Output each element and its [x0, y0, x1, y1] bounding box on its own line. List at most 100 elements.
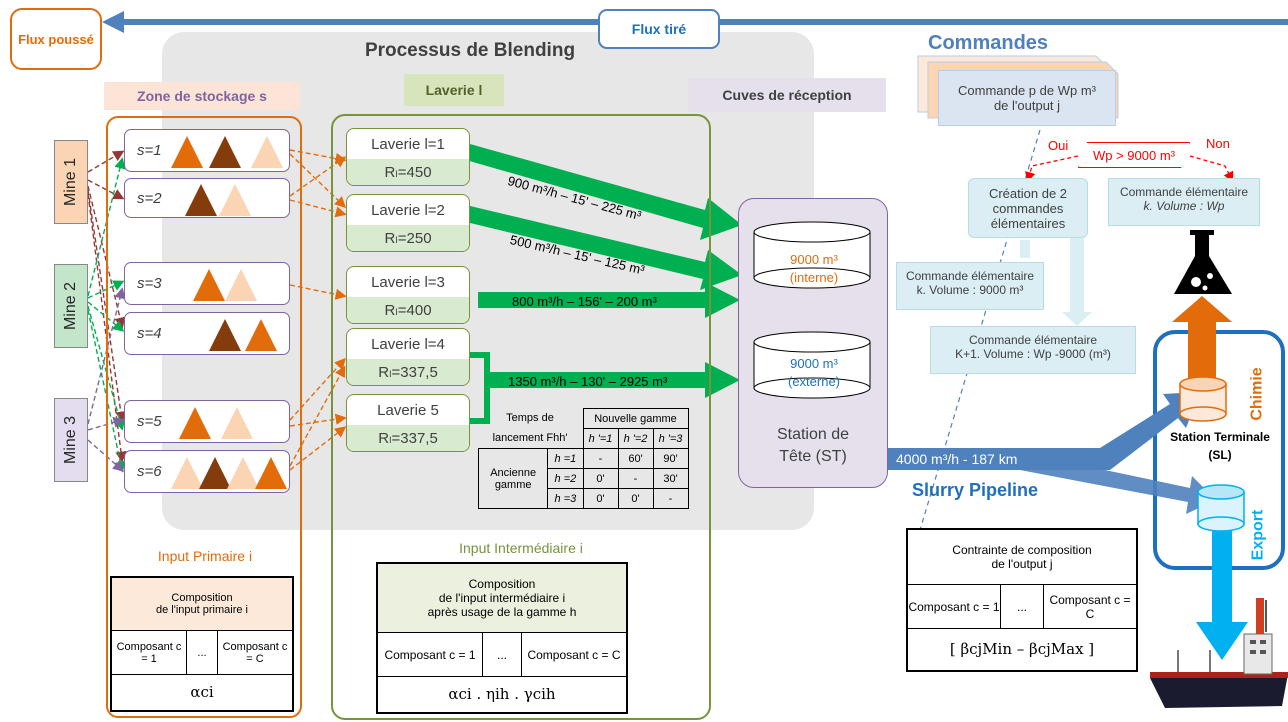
input-primaire-title2: de l'input primaire i [156, 604, 248, 616]
input-intermediaire-title2: de l'input intermédiaire i [438, 591, 566, 605]
gamme-col-3: h '=3 [652, 428, 689, 449]
tank-externe-vol: 9000 m³ [790, 356, 838, 371]
stock-s4-label: s=4 [137, 325, 162, 342]
input-primaire-label: Input Primaire i [157, 548, 253, 564]
contrainte-title2: de l'output j [991, 557, 1053, 571]
cmd-elem-top: Commande élémentaire k. Volume : Wp [1108, 178, 1260, 226]
laverie-5-name: Laverie 5 [377, 401, 439, 419]
cmd-elem-k1-line1: Commande élémentaire [968, 333, 1098, 347]
cmd-elem-top-line1: Commande élémentaire [1119, 185, 1249, 199]
flux-pousse-badge: Flux poussé [10, 8, 102, 70]
gamme-ancienne: Ancienne gamme [477, 448, 549, 509]
stock-s5-piles [179, 407, 253, 439]
ship-icon [1150, 598, 1288, 708]
cmd-elem-k-line2: k. Volume : 9000 m³ [916, 283, 1024, 297]
contrainte-formula: [ βcjMin – βcjMax ] [906, 628, 1138, 671]
stock-s4-piles [209, 319, 277, 351]
laverie-2-rate: Rₗ=250 [347, 225, 469, 251]
input-primaire-title1: Composition [171, 592, 233, 604]
creation-box: Création de 2 commandes élémentaires [968, 178, 1088, 238]
mine-1: Mine 1 [54, 140, 88, 224]
input-primaire-comp1: Composant c = 1 [110, 630, 187, 675]
temps-lancement-label: Temps de lancement Fhh' [492, 412, 568, 444]
pipeline-flow-label: 4000 m³/h - 187 km [896, 451, 1018, 467]
input-primaire-compC: Composant c = C [217, 630, 294, 675]
chimie-label: Chimie [1249, 367, 1266, 421]
contrainte-compC: Composant c = C [1043, 584, 1138, 629]
tank-interne [753, 221, 871, 289]
condition-text: Wp > 9000 m³ [1092, 147, 1175, 163]
stock-s1: s=1 [124, 129, 290, 172]
chemistry-flask-icon [1174, 230, 1232, 294]
laverie-1-name: Laverie l=1 [371, 135, 445, 153]
tank-externe-type: (externe) [787, 374, 841, 389]
gamme-cell: - [652, 488, 689, 509]
gamme-col-1: h '=1 [582, 428, 619, 449]
pipeline-lower-arrow [1020, 452, 1216, 514]
stock-s5-label: s=5 [137, 413, 162, 430]
laverie-1-rate: Rₗ=450 [347, 159, 469, 185]
gamme-nouvelle: Nouvelle gamme [582, 408, 689, 429]
laverie-5-rate: Rₗ=337,5 [347, 425, 469, 451]
laverie-5: Laverie 5 Rₗ=337,5 [346, 394, 470, 452]
export-label: Export [1249, 509, 1267, 561]
mine-3: Mine 3 [54, 398, 88, 482]
commandes-title: Commandes [928, 32, 1049, 54]
laverie-4-name: Laverie l=4 [371, 335, 445, 353]
input-intermediaire-compC: Composant c = C [521, 632, 628, 677]
flux-pousse-label: Flux poussé [18, 31, 94, 47]
creation-text: Création de 2 commandes élémentaires [988, 185, 1068, 231]
non-label: Non [1206, 136, 1230, 151]
laverie-1: Laverie l=1 Rₗ=450 [346, 128, 470, 186]
tank-interne-type: (interne) [789, 270, 839, 285]
contrainte-comp1: Composant c = 1 [906, 584, 1001, 629]
mine-3-label: Mine 3 [62, 415, 79, 465]
stock-s2-label: s=2 [137, 190, 162, 207]
laverie-header: Laverie l [404, 74, 504, 106]
gamme-cell: 0' [617, 488, 654, 509]
input-primaire-table: Composition de l'input primaire i Compos… [110, 576, 294, 712]
input-primaire-formula: αci [110, 674, 294, 711]
zone-stockage-header: Zone de stockage s [104, 82, 300, 110]
tank-interne-vol: 9000 m³ [790, 252, 838, 267]
stock-s3-piles [193, 269, 257, 301]
tank-externe [753, 331, 871, 399]
contrainte-title1: Contrainte de composition [952, 543, 1092, 557]
condition-banner: Wp > 9000 m³ [1078, 142, 1190, 168]
cuves-header-label: Cuves de réception [722, 87, 852, 103]
laverie-3-rate: Rₗ=400 [347, 297, 469, 323]
station-tete-label: Station de Tête (ST) [776, 426, 850, 465]
export-tank [1197, 484, 1245, 532]
connector-arrows [1020, 238, 1092, 326]
gamme-col-2: h '=2 [617, 428, 654, 449]
mine-2-label: Mine 2 [62, 281, 79, 331]
flux-tire-label: Flux tiré [631, 21, 687, 37]
contrainte-dots: ... [1000, 584, 1044, 629]
contrainte-table: Contrainte de composition de l'output j … [906, 528, 1138, 672]
laverie-4-rate: Rₗ=337,5 [347, 359, 469, 385]
cmd-elem-k: Commande élémentaire k. Volume : 9000 m³ [896, 262, 1044, 310]
chimie-arrow [1172, 296, 1232, 388]
gamme-table: Nouvelle gamme h '=1 h '=2 h '=3 Ancienn… [477, 408, 689, 509]
laverie-2-name: Laverie l=2 [371, 201, 445, 219]
laverie-4: Laverie l=4 Rₗ=337,5 [346, 328, 470, 386]
input-intermediaire-formula: αci . ηih . γcih [376, 676, 628, 713]
input-intermediaire-label: Input Intermédiaire i [459, 540, 583, 556]
station-terminale-label: Station Terminale (SL) [1170, 430, 1270, 462]
input-intermediaire-dots: ... [482, 632, 522, 677]
stock-s3-label: s=3 [137, 275, 162, 292]
stock-s1-label: s=1 [137, 142, 162, 159]
stock-s2-piles [185, 184, 251, 216]
stock-to-laverie-arrows [289, 149, 347, 471]
zone-stockage-label: Zone de stockage s [137, 88, 267, 104]
input-intermediaire-table: Composition de l'input intermédiaire i a… [376, 562, 628, 714]
oui-label: Oui [1048, 138, 1069, 153]
mine-to-stock-arrows [87, 150, 127, 473]
cmd-elem-k-line1: Commande élémentaire [905, 269, 1035, 283]
laverie-3: Laverie l=3 Rₗ=400 [346, 266, 470, 324]
flow-label-3: 800 m³/h – 156' – 200 m³ [512, 294, 657, 309]
chimie-tank [1179, 376, 1227, 422]
gamme-cell: - [617, 468, 654, 489]
laverie-2: Laverie l=2 Rₗ=250 [346, 194, 470, 252]
laverie-3-name: Laverie l=3 [371, 273, 445, 291]
